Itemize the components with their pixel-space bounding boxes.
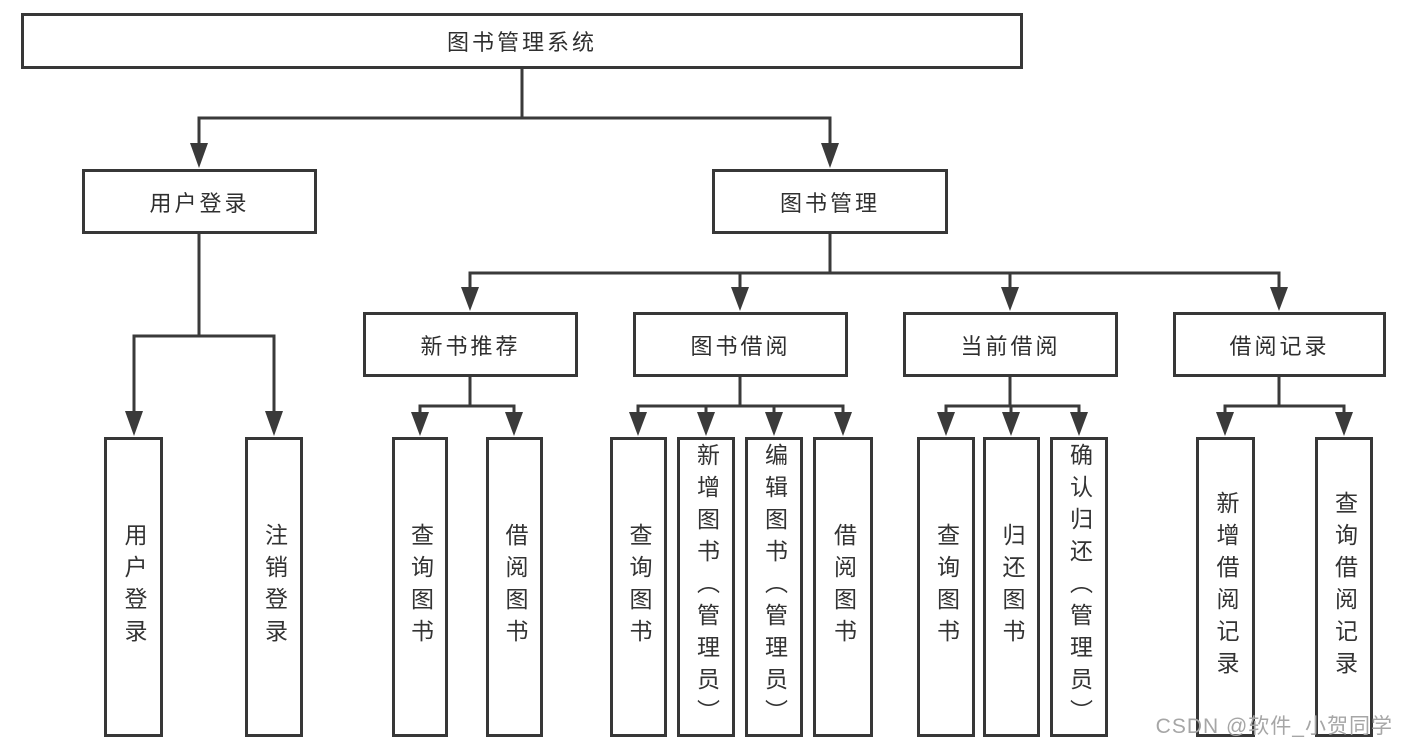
node-label: 借阅图书 (502, 523, 528, 651)
node-label: 查询图书 (933, 523, 960, 651)
node-label: 当前借阅 (960, 333, 1061, 359)
node-label: 归还图书 (999, 523, 1025, 651)
node-label: 图书管理系统 (446, 30, 597, 55)
node-label: 借阅图书 (830, 523, 857, 651)
node-label: 借阅记录 (1229, 333, 1330, 359)
node-label: 新增借阅记录 (1213, 491, 1239, 683)
leaf-edit-book-admin: 编辑图书（管理员） (745, 437, 803, 737)
node-label: 新书推荐 (420, 333, 521, 359)
leaf-query-borrow-record: 查询借阅记录 (1315, 437, 1373, 737)
leaf-return-books: 归还图书 (983, 437, 1040, 737)
leaf-query-books-borrowing: 查询图书 (610, 437, 667, 737)
node-new-book-recommendation: 新书推荐 (363, 312, 578, 377)
node-label: 编辑图书（管理员） (761, 443, 788, 731)
leaf-borrow-books-borrowing: 借阅图书 (813, 437, 873, 737)
node-label: 图书借阅 (690, 333, 791, 359)
node-book-borrowing: 图书借阅 (633, 312, 848, 377)
node-label: 用户登录 (121, 523, 147, 651)
node-label: 用户登录 (149, 190, 250, 216)
node-book-management: 图书管理 (712, 169, 948, 234)
leaf-user-login: 用户登录 (104, 437, 163, 737)
node-label: 注销登录 (261, 523, 288, 651)
node-library-management-system: 图书管理系统 (21, 13, 1023, 69)
node-label: 图书管理 (779, 190, 880, 216)
node-label: 新增图书（管理员） (693, 443, 720, 731)
leaf-add-borrow-record: 新增借阅记录 (1196, 437, 1255, 737)
node-current-borrowing: 当前借阅 (903, 312, 1118, 377)
leaf-borrow-books-recommend: 借阅图书 (486, 437, 543, 737)
leaf-add-book-admin: 新增图书（管理员） (677, 437, 735, 737)
node-label: 确认归还（管理员） (1066, 443, 1093, 731)
leaf-logout: 注销登录 (245, 437, 303, 737)
node-user-login: 用户登录 (82, 169, 317, 234)
node-label: 查询借阅记录 (1331, 491, 1358, 683)
node-label: 查询图书 (407, 523, 434, 651)
csdn-watermark: CSDN @软件_小贺同学 (1155, 715, 1393, 738)
leaf-query-books-current: 查询图书 (917, 437, 975, 737)
leaf-query-books-recommend: 查询图书 (392, 437, 448, 737)
node-borrowing-records: 借阅记录 (1173, 312, 1386, 377)
leaf-confirm-return-admin: 确认归还（管理员） (1050, 437, 1108, 737)
node-label: 查询图书 (626, 523, 652, 651)
